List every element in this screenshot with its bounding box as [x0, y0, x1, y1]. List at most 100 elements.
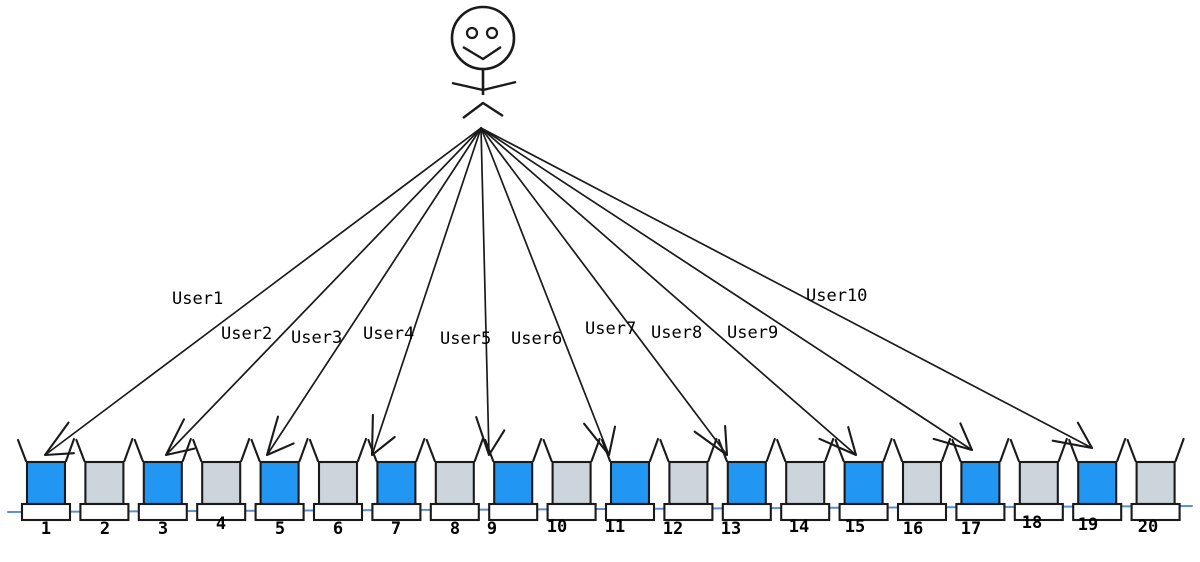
bucket-node[interactable]	[717, 437, 776, 522]
bucket-body	[843, 460, 884, 506]
bucket-label-16: 16	[902, 519, 924, 539]
arrow-head-icon	[475, 416, 506, 457]
bucket-handle-left	[834, 438, 845, 463]
bucket-base	[721, 502, 772, 522]
bucket-base	[955, 502, 1006, 522]
bucket-label-4: 4	[215, 514, 227, 534]
bucket-node[interactable]	[600, 437, 660, 522]
arrow-head-icon	[370, 413, 396, 457]
bucket-body	[84, 460, 125, 506]
arrow-shaft	[480, 127, 857, 456]
bucket-node[interactable]	[892, 437, 952, 522]
bucket-label-12: 12	[662, 519, 684, 539]
bucket-node[interactable]	[776, 437, 835, 522]
bucket-handle-left	[367, 438, 378, 463]
bucket-handle-right	[1116, 437, 1127, 463]
bucket-label-17: 17	[960, 519, 982, 539]
arrow-shaft	[480, 127, 1093, 449]
bucket-handle-left	[250, 438, 261, 463]
bucket-label-15: 15	[844, 517, 866, 537]
bucket-handle-right	[707, 437, 718, 463]
arrow-edge-6[interactable]	[480, 127, 617, 457]
bucket-base	[1072, 502, 1123, 522]
bucket-node[interactable]	[75, 437, 134, 522]
actor-left-eye-icon	[465, 26, 479, 40]
bucket-node[interactable]	[308, 437, 368, 522]
arrow-edge-3[interactable]	[265, 127, 482, 457]
arrow-edge-5[interactable]	[475, 127, 506, 457]
stick-figure-user[interactable]	[450, 5, 517, 119]
bucket-handle-left	[1009, 438, 1020, 463]
bucket-label-1: 1	[40, 519, 52, 539]
bucket-label-19: 19	[1077, 515, 1099, 535]
bucket-base	[780, 502, 831, 522]
edge-label-9: User9	[727, 323, 779, 343]
arrow-edge-9[interactable]	[480, 127, 974, 452]
edge-label-6: User6	[511, 329, 563, 349]
bucket-node[interactable]	[367, 437, 426, 522]
bucket-handle-left	[16, 438, 28, 463]
bucket-handle-right	[648, 437, 660, 463]
bucket-handle-left	[192, 438, 203, 463]
arrow-edge-1[interactable]	[43, 127, 482, 457]
bucket-body	[726, 460, 767, 506]
bucket-node[interactable]	[542, 437, 601, 522]
bucket-handle-right	[1057, 437, 1068, 463]
arrow-edge-10[interactable]	[480, 127, 1094, 450]
arrow-shaft	[371, 127, 482, 456]
bucket-base	[196, 502, 247, 522]
bucket-node[interactable]	[951, 437, 1010, 522]
bucket-node[interactable]	[192, 437, 251, 522]
bucket-handle-left	[1126, 438, 1137, 463]
bucket-handle-right	[999, 437, 1010, 463]
bucket-body	[609, 460, 651, 506]
bucket-body	[142, 460, 183, 506]
arrow-edge-8[interactable]	[480, 127, 858, 457]
bucket-node[interactable]	[1068, 437, 1127, 522]
edge-label-8: User8	[651, 323, 703, 343]
buckets-group	[16, 437, 1185, 522]
bucket-node[interactable]	[425, 437, 484, 522]
bucket-label-2: 2	[99, 519, 111, 539]
arrow-head-icon	[164, 418, 196, 457]
bucket-label-14: 14	[788, 517, 810, 537]
bucket-body	[1135, 460, 1176, 506]
arrow-shaft	[480, 127, 610, 456]
bucket-node[interactable]	[1126, 437, 1185, 522]
bucket-handle-right	[590, 437, 601, 463]
bucket-node[interactable]	[250, 437, 309, 522]
arrow-shaft	[480, 127, 728, 456]
bucket-node[interactable]	[659, 437, 718, 522]
bucket-label-13: 13	[720, 519, 742, 539]
bucket-base	[312, 502, 364, 522]
bucket-label-10: 10	[546, 517, 568, 537]
bucket-base	[137, 502, 188, 522]
bucket-label-11: 11	[604, 517, 626, 537]
bucket-node[interactable]	[484, 437, 543, 522]
arrow-edge-2[interactable]	[164, 127, 482, 457]
bucket-node[interactable]	[1009, 437, 1068, 522]
bucket-node[interactable]	[16, 437, 76, 522]
arrow-edges-group	[43, 127, 1094, 457]
arrow-edge-7[interactable]	[480, 127, 729, 457]
bucket-body	[493, 460, 534, 506]
bucket-handle-right	[356, 437, 368, 463]
bucket-base	[663, 502, 714, 522]
bucket-handle-right	[940, 437, 952, 463]
bucket-handle-left	[484, 438, 495, 463]
bucket-base	[1130, 502, 1181, 522]
bucket-base	[79, 502, 130, 522]
bucket-handle-left	[425, 438, 436, 463]
bucket-node[interactable]	[834, 437, 893, 522]
bucket-base	[429, 502, 480, 522]
bucket-body	[960, 460, 1001, 506]
bucket-handle-left	[892, 438, 904, 463]
bucket-handle-right	[240, 437, 251, 463]
actor-right-eye-icon	[485, 26, 499, 40]
bucket-body	[668, 460, 709, 506]
arrow-edge-4[interactable]	[370, 127, 482, 457]
bucket-body	[1018, 460, 1059, 506]
bucket-node[interactable]	[133, 437, 192, 522]
bucket-base	[546, 502, 597, 522]
